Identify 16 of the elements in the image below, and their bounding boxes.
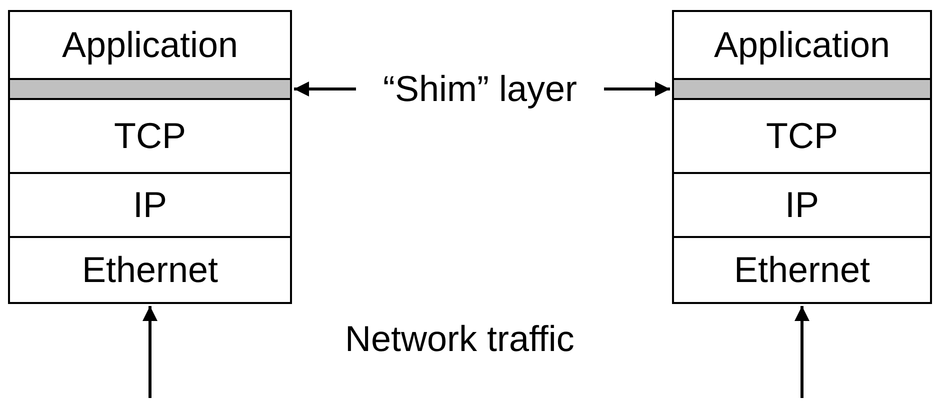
protocol-layer-box: IP bbox=[672, 172, 932, 238]
protocol-layer-box: Ethernet bbox=[672, 236, 932, 304]
shim-layer-box bbox=[672, 78, 932, 100]
arrow bbox=[142, 306, 158, 398]
protocol-layer-box: Application bbox=[8, 10, 292, 80]
arrow bbox=[294, 82, 356, 96]
protocol-layer-box: IP bbox=[8, 172, 292, 238]
protocol-layer-box: TCP bbox=[672, 98, 932, 174]
protocol-layer-box: Ethernet bbox=[8, 236, 292, 304]
protocol-layer-box: Application bbox=[672, 10, 932, 80]
protocol-layer-box: TCP bbox=[8, 98, 292, 174]
shim-layer-box bbox=[8, 78, 292, 100]
arrow bbox=[794, 306, 810, 398]
caption-text: Network traffic bbox=[345, 318, 574, 360]
arrow bbox=[604, 82, 670, 96]
callout-text: “Shim” layer bbox=[350, 64, 610, 114]
